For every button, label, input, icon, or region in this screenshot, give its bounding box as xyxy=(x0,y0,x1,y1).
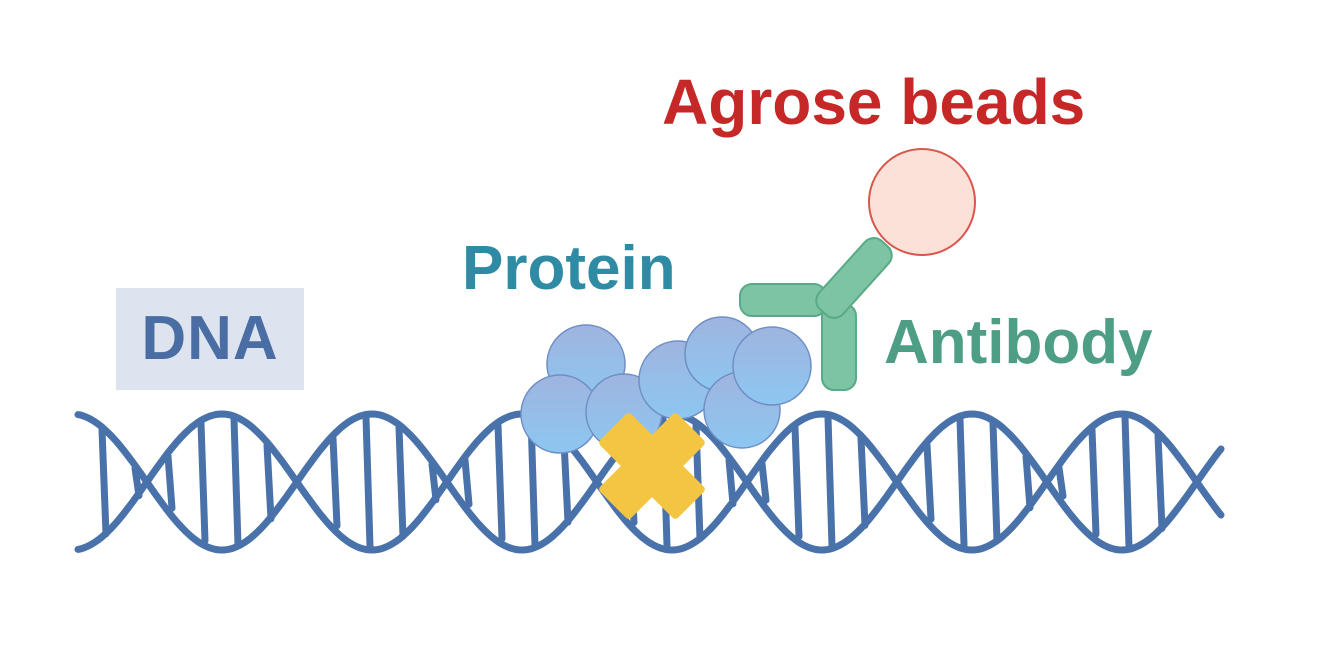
dna-base-pair xyxy=(98,426,110,538)
antibody-arm-right xyxy=(815,237,893,319)
dna-base-pair xyxy=(1022,452,1034,512)
dna-base-pair xyxy=(329,434,341,530)
dna-base-pair xyxy=(989,420,1001,544)
dna-base-pair xyxy=(824,414,836,550)
dna-base-pair xyxy=(956,415,968,549)
protein-label: Protein xyxy=(462,234,676,303)
dna-base-pair xyxy=(1088,426,1100,538)
dna-label-background xyxy=(116,288,304,390)
antibody-icon xyxy=(739,237,893,391)
dna-label: DNA xyxy=(141,304,279,373)
dna-base-pair xyxy=(791,423,803,541)
dna-base-pair xyxy=(1055,464,1067,500)
antibody-label: Antibody xyxy=(884,308,1153,377)
dna-base-pair xyxy=(1121,413,1133,551)
dna-base-pair xyxy=(395,424,407,540)
dna-base-pair xyxy=(758,460,770,504)
dna-base-pair xyxy=(560,438,572,526)
dna-base-pair xyxy=(494,421,506,543)
agarose-beads-label: Agrose beads xyxy=(662,66,1086,138)
dna-base-pairs xyxy=(98,413,1166,551)
dna-base-pair xyxy=(164,452,176,512)
dna-base-pair xyxy=(230,415,242,549)
dna-base-pair xyxy=(263,441,275,523)
dna-base-pair xyxy=(857,435,869,529)
dna-strand-lower xyxy=(74,410,1225,554)
crosslink-icon xyxy=(599,413,705,519)
antibody-arm-left xyxy=(739,283,827,317)
dna-base-pair xyxy=(1154,432,1166,532)
protein-complex-icon xyxy=(520,316,812,454)
dna-base-pair xyxy=(461,456,473,508)
dna-base-pair xyxy=(923,441,935,523)
agarose-bead-icon xyxy=(868,148,976,256)
dna-base-pair xyxy=(362,414,374,550)
protein-subunit xyxy=(732,326,812,406)
dna-base-pair xyxy=(197,419,209,545)
